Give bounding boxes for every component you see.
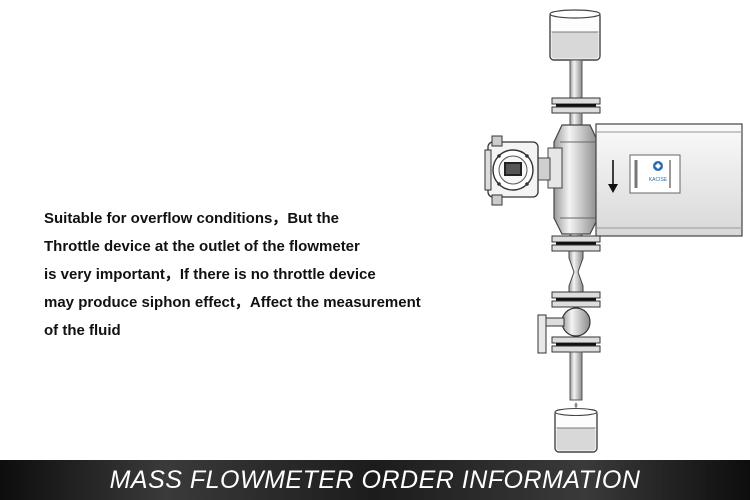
inlet-pipe [569, 59, 583, 101]
transmitter-head [484, 135, 563, 206]
description-line: is very important，If there is no throttl… [44, 266, 376, 283]
banner-title: MASS FLOWMETER ORDER INFORMATION [109, 465, 641, 494]
valve-handle [537, 314, 547, 354]
flowmeter-installation-diagram: KACISE [484, 9, 743, 453]
flow-direction-arrowhead [608, 184, 618, 193]
description-line: Suitable for overflow conditions，But the [44, 210, 340, 227]
outlet-flange [551, 235, 601, 252]
inlet-flange [551, 97, 601, 114]
throttle-device [568, 250, 584, 293]
description-text: Suitable for overflow conditions，But the… [44, 205, 464, 345]
brand-label: KACISE [649, 177, 668, 183]
outlet-pipe [569, 351, 583, 401]
description-line: of the fluid [44, 322, 121, 339]
valve [537, 307, 591, 354]
nameplate: KACISE [629, 154, 681, 194]
drip [574, 402, 578, 408]
section-banner: MASS FLOWMETER ORDER INFORMATION [0, 460, 750, 500]
valve-lower-flange [551, 336, 601, 353]
description-line: Throttle device at the outlet of the flo… [44, 238, 360, 255]
top-tank [549, 9, 601, 61]
valve-upper-flange [551, 291, 601, 308]
description-line: may produce siphon effect，Affect the mea… [44, 294, 421, 311]
bottom-tank [554, 407, 598, 453]
